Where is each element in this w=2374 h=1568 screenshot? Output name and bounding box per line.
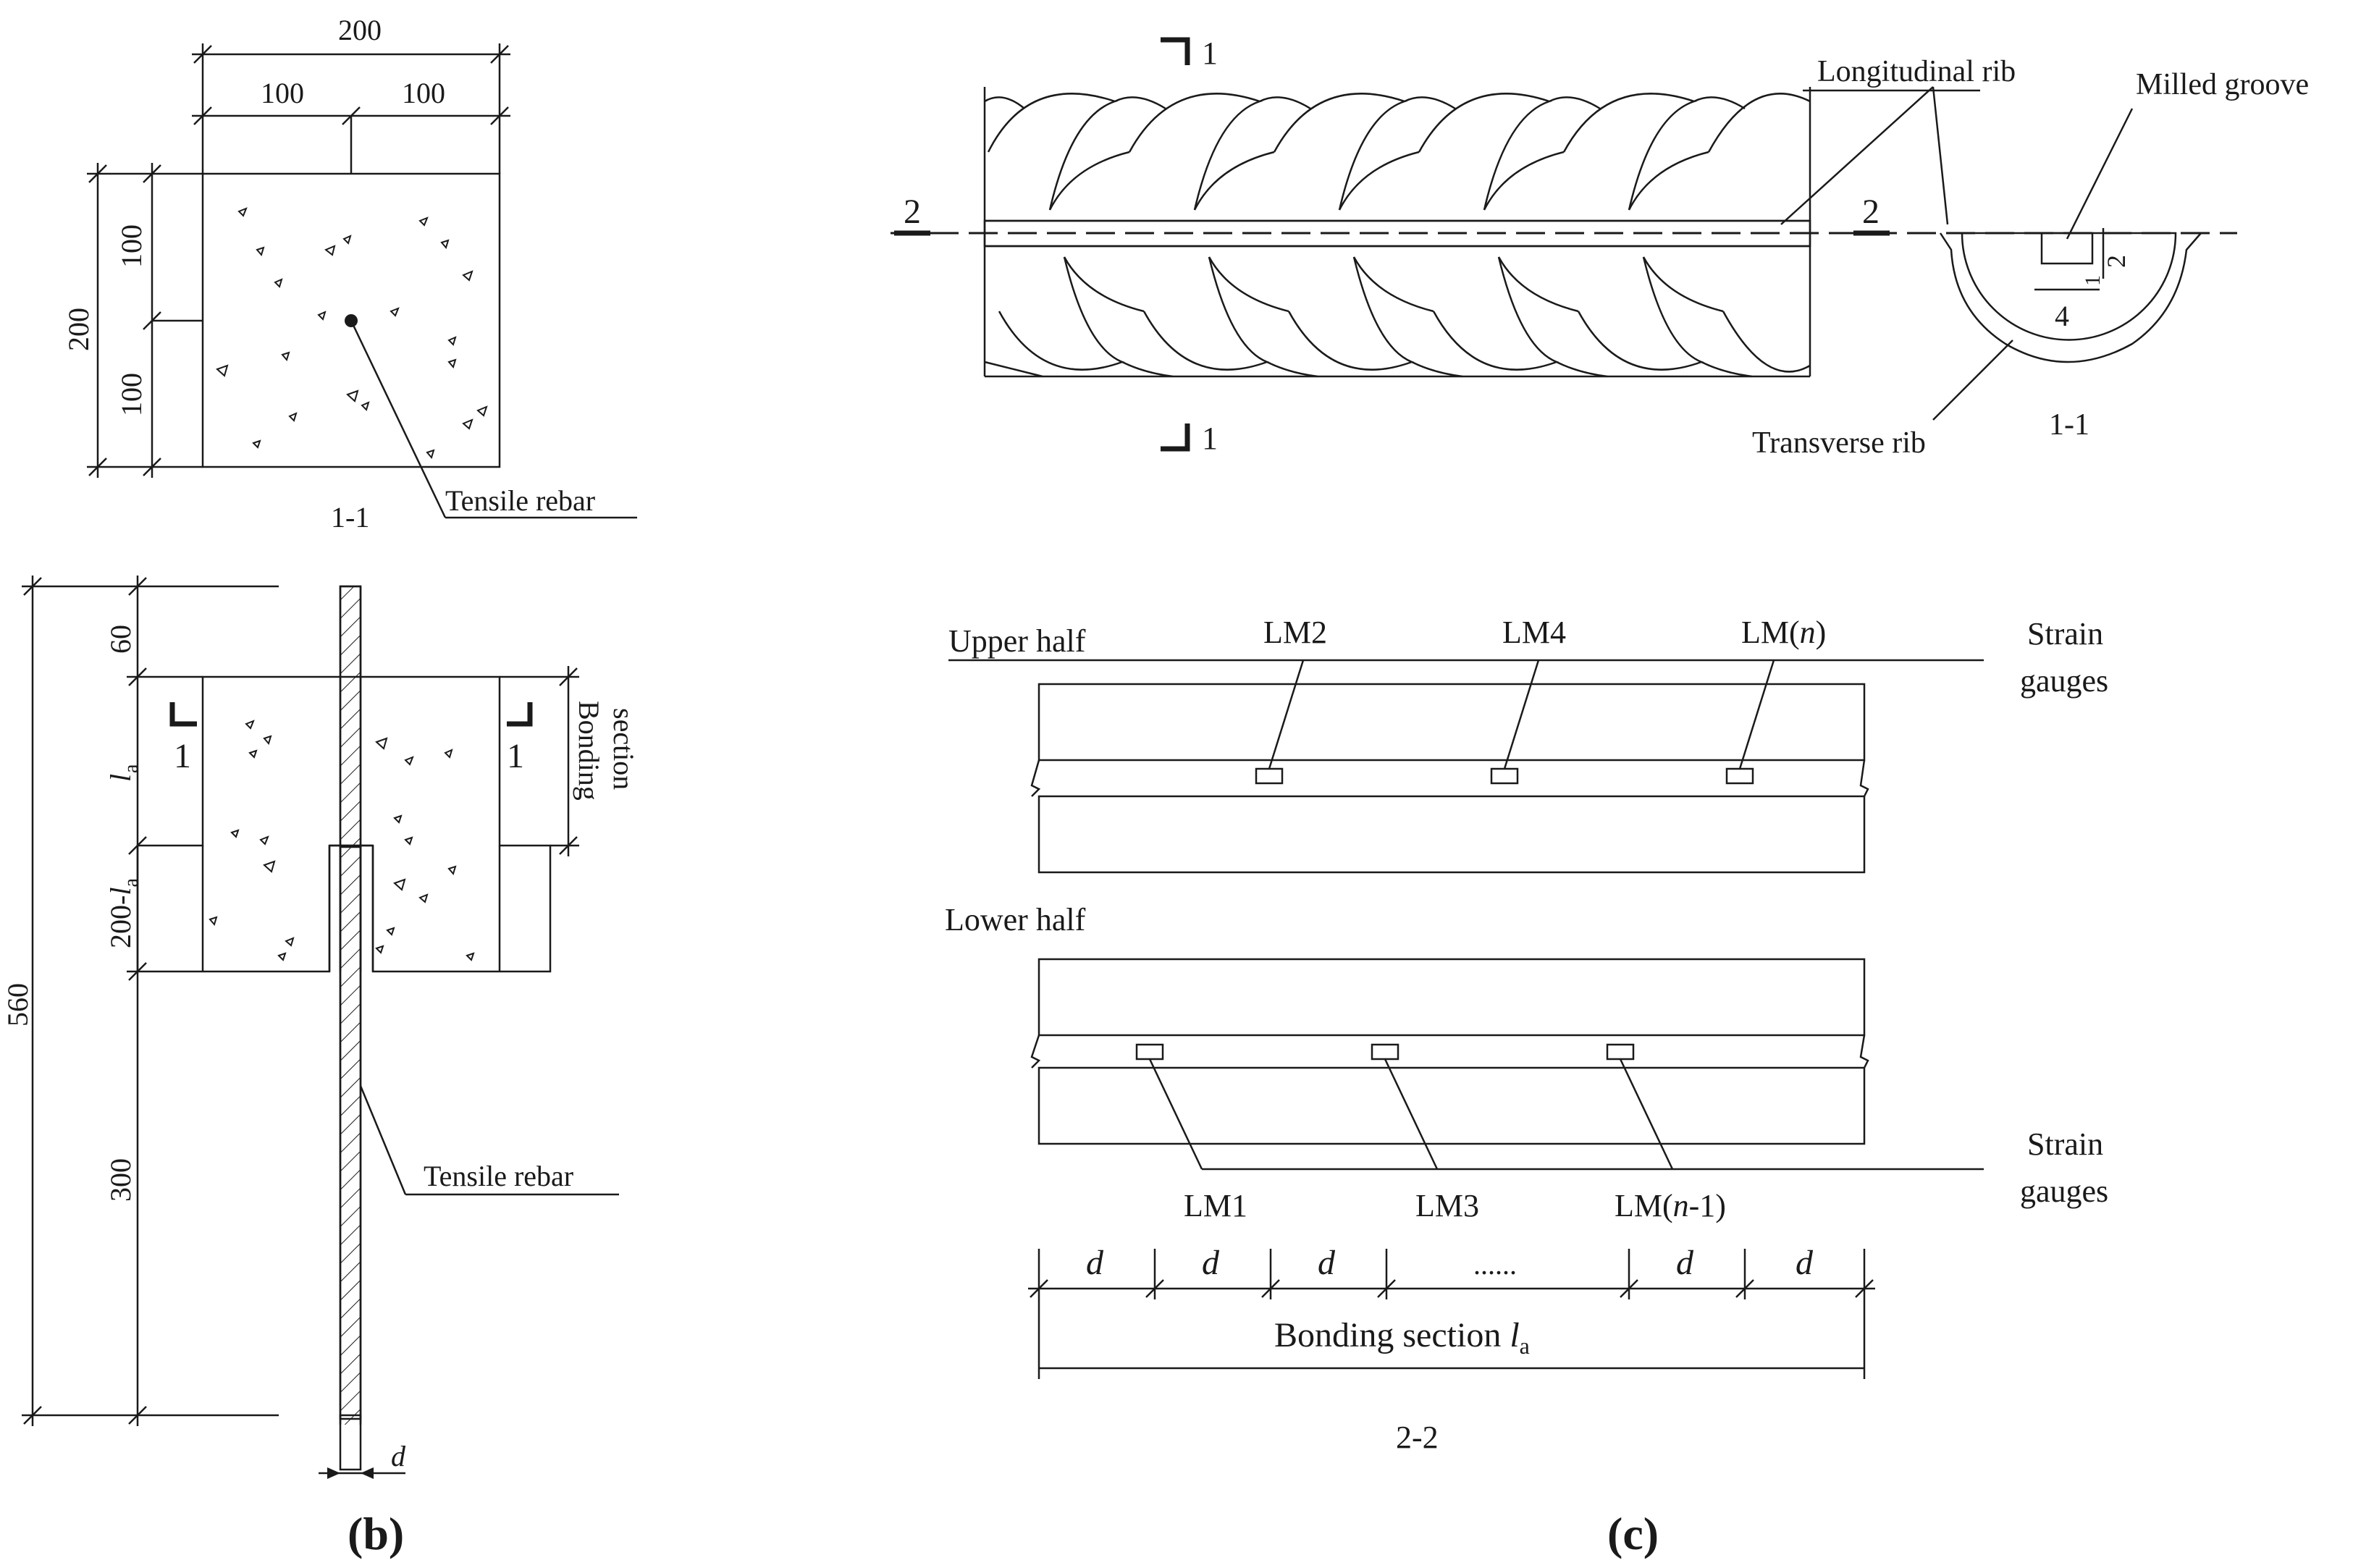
dim-mid: 200-la bbox=[104, 878, 143, 948]
section-mark-right: 1 bbox=[507, 737, 524, 775]
groove-width: 4 bbox=[2055, 300, 2069, 332]
panel-c-rebar-cross-section: 4 2 1 Milled groove Transverse rib 1-1 bbox=[1752, 68, 2309, 460]
panel-label-c: (c) bbox=[1607, 1508, 1659, 1559]
d-label-3: d bbox=[1318, 1244, 1336, 1282]
panel-b-elevation: 1 1 Bonding section 560 60 l a 200-l bbox=[1, 576, 640, 1559]
section-mark-top: 1 bbox=[1202, 35, 1218, 71]
gauge-lm4: LM4 bbox=[1502, 615, 1566, 650]
svg-text:(c): (c) bbox=[1607, 1508, 1659, 1559]
bonding-label-line1: Bonding bbox=[573, 701, 605, 801]
svg-text:a: a bbox=[120, 764, 143, 773]
dim-total-width: 200 bbox=[338, 14, 382, 46]
strain-gauges-bot-2: gauges bbox=[2020, 1173, 2108, 1209]
dim-total: 560 bbox=[1, 983, 34, 1027]
d-label-4: d bbox=[1676, 1244, 1694, 1282]
groove-depth: 2 bbox=[2102, 255, 2131, 268]
cut-left-label: 2 bbox=[904, 193, 921, 231]
section-label: 1-1 bbox=[331, 501, 369, 534]
upper-transverse-ribs bbox=[984, 93, 1811, 211]
panel-b-cross-section: Tensile rebar 1-1 200 100 100 200 100 10… bbox=[62, 14, 637, 534]
panel-c-rebar-elevation: 2 2 1 1 Longitudinal rib bbox=[891, 35, 2237, 456]
d-label-1: d bbox=[1086, 1244, 1104, 1282]
dim-top: 60 bbox=[104, 625, 137, 654]
strain-gauges-bot-1: Strain bbox=[2027, 1126, 2103, 1162]
section-mark-bottom: 1 bbox=[1202, 421, 1218, 456]
elev-rebar-label: Tensile rebar bbox=[424, 1160, 573, 1192]
svg-text:l: l bbox=[104, 774, 137, 782]
dia-label: d bbox=[391, 1440, 406, 1472]
gauge-section-label: 2-2 bbox=[1396, 1420, 1439, 1455]
dim-lower-height: 100 bbox=[115, 373, 148, 416]
cut-right-label: 2 bbox=[1862, 193, 1880, 231]
d-label-2: d bbox=[1202, 1244, 1220, 1282]
d-ticks bbox=[1030, 1249, 1874, 1379]
lower-transverse-ribs bbox=[984, 256, 1811, 378]
dim-upper-height: 100 bbox=[115, 224, 148, 268]
gauge-lmn1: LM(n-1) bbox=[1615, 1188, 1726, 1223]
upper-gauges bbox=[1255, 659, 1775, 785]
svg-text:200-la: 200-la bbox=[104, 878, 143, 948]
aggregate-marks bbox=[216, 207, 488, 460]
gauge-lmn: LM(n) bbox=[1741, 615, 1826, 650]
d-ellipsis: ...... bbox=[1473, 1248, 1517, 1281]
upper-half-label: Upper half bbox=[948, 623, 1086, 659]
d-label-5: d bbox=[1796, 1244, 1814, 1282]
longitudinal-rib-label: Longitudinal rib bbox=[1817, 55, 2016, 88]
gauge-lm2: LM2 bbox=[1263, 615, 1327, 650]
panel-label-b: (b) bbox=[348, 1508, 404, 1559]
dim-total-height: 200 bbox=[62, 308, 95, 351]
panel-c-gauge-layout: Upper half LM2 LM4 LM(n) Strain gauges L… bbox=[945, 615, 2108, 1559]
gauge-lm3: LM3 bbox=[1415, 1188, 1479, 1223]
upper-half-bottom-strip bbox=[1037, 795, 1866, 874]
section-mark-left: 1 bbox=[174, 737, 191, 775]
milled-groove bbox=[2040, 232, 2094, 265]
milled-groove-label: Milled groove bbox=[2136, 68, 2309, 101]
transverse-rib-label: Transverse rib bbox=[1752, 426, 1926, 460]
cross-section-label: 1-1 bbox=[2049, 408, 2089, 442]
dim-la: l a bbox=[104, 764, 143, 782]
lower-gauges bbox=[1135, 1043, 1674, 1170]
aggregate-marks-elevation bbox=[209, 720, 475, 961]
svg-text:(b): (b) bbox=[348, 1508, 404, 1559]
rebar-label: Tensile rebar bbox=[445, 484, 595, 517]
bonding-section-label: Bonding section la bbox=[1274, 1316, 1530, 1359]
strain-gauges-top-1: Strain bbox=[2027, 616, 2103, 652]
lower-half-bottom-strip bbox=[1037, 1066, 1866, 1145]
upper-half-top-strip bbox=[1037, 683, 1866, 762]
dim-lower: 300 bbox=[104, 1158, 137, 1202]
lower-half-top-strip bbox=[1037, 958, 1866, 1037]
strain-gauges-top-2: gauges bbox=[2020, 663, 2108, 699]
bonding-label-line2: section bbox=[607, 708, 640, 790]
gauge-lm1: LM1 bbox=[1184, 1188, 1247, 1223]
groove-small: 1 bbox=[2081, 275, 2105, 286]
dim-half-right: 100 bbox=[402, 77, 445, 109]
lower-half-label: Lower half bbox=[945, 902, 1086, 937]
dim-half-left: 100 bbox=[261, 77, 304, 109]
